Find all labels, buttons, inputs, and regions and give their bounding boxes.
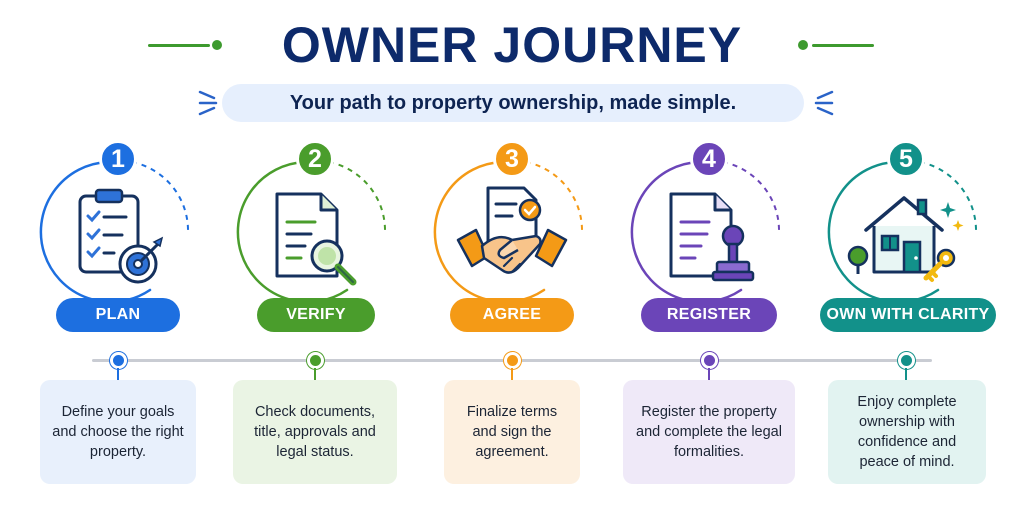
step-label-pill: PLAN xyxy=(56,298,180,332)
step-own-with-clarity: 5 OWN WITH CLARITY Enjoy complete owners… xyxy=(808,140,1004,508)
step-description: Check documents, title, approvals and le… xyxy=(233,380,397,484)
timeline-stem xyxy=(905,368,907,380)
step-number-badge: 4 xyxy=(690,140,728,178)
title-right-line xyxy=(812,44,874,47)
step-number-badge: 2 xyxy=(296,140,334,178)
timeline-dot xyxy=(897,352,915,369)
step-description: Enjoy complete ownership with confidence… xyxy=(828,380,986,484)
step-verify: 2 VERIFY Check documents, title, approva… xyxy=(217,140,413,508)
document-magnifier-icon xyxy=(275,192,357,286)
title-right-dot xyxy=(798,40,808,50)
step-number-badge: 1 xyxy=(99,140,137,178)
page-title: OWNER JOURNEY xyxy=(281,17,743,73)
house-key-icon xyxy=(847,196,964,282)
clipboard-target-icon xyxy=(78,188,164,284)
timeline-dot xyxy=(700,352,718,369)
title-left-dot xyxy=(212,40,222,50)
step-label-pill: AGREE xyxy=(450,298,574,332)
step-label-pill: OWN WITH CLARITY xyxy=(820,298,996,332)
step-label-pill: REGISTER xyxy=(641,298,777,332)
step-number-badge: 5 xyxy=(887,140,925,178)
timeline-stem xyxy=(511,368,513,380)
subtitle-pill: Your path to property ownership, made si… xyxy=(222,84,804,122)
timeline-stem xyxy=(708,368,710,380)
timeline-stem xyxy=(314,368,316,380)
timeline-stem xyxy=(117,368,119,380)
step-plan: 1 PLAN Define your goals and choose the … xyxy=(20,140,216,508)
step-agree: 3 AGREE Finalize terms and sign the agre… xyxy=(414,140,610,508)
timeline-dot xyxy=(306,352,324,369)
step-register: 4 REGISTER Register the property and com… xyxy=(611,140,807,508)
step-description: Register the property and complete the l… xyxy=(623,380,795,484)
step-label-pill: VERIFY xyxy=(257,298,375,332)
handshake-icon xyxy=(456,186,568,274)
step-description: Finalize terms and sign the agreement. xyxy=(444,380,580,484)
spark-right-icon xyxy=(814,90,834,116)
title-row: OWNER JOURNEY xyxy=(0,14,1024,76)
title-left-line xyxy=(148,44,210,47)
step-description: Define your goals and choose the right p… xyxy=(40,380,196,484)
spark-left-icon xyxy=(198,90,218,116)
document-stamp-icon xyxy=(669,192,755,282)
step-number-badge: 3 xyxy=(493,140,531,178)
timeline-dot xyxy=(109,352,127,369)
timeline-dot xyxy=(503,352,521,369)
